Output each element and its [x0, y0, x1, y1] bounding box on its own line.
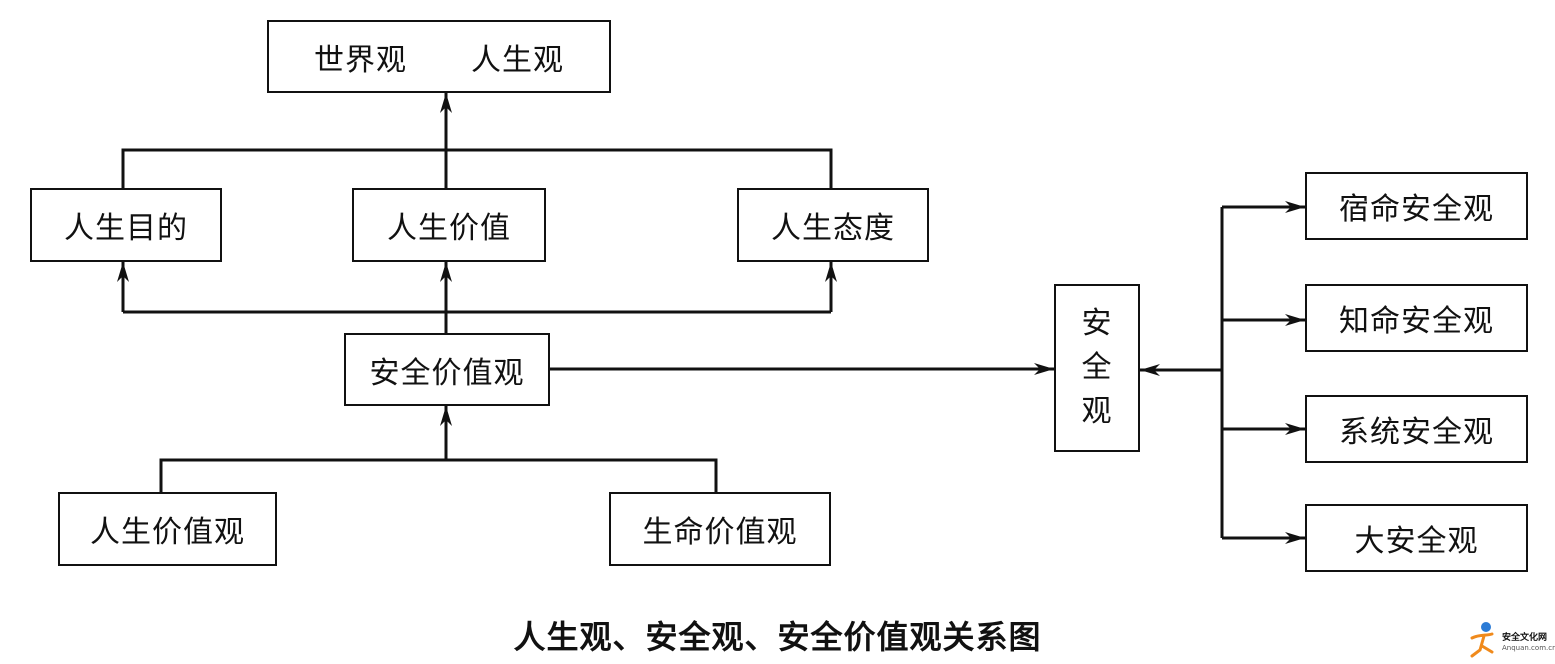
- life-value-box: 人生价值: [352, 188, 546, 262]
- system-safety-view-box: 系统安全观: [1305, 395, 1528, 463]
- fatalism-safety-view-box: 宿命安全观: [1305, 172, 1528, 240]
- worldview-label: 世界观: [314, 42, 407, 78]
- safety-value-view-box: 安全价值观: [344, 333, 550, 406]
- safety-view-box: 安 全 观: [1054, 284, 1140, 452]
- life-attitude-box: 人生态度: [737, 188, 929, 262]
- worldview-lifeview-box: 世界观 人生观: [267, 20, 611, 93]
- safety-view-char-3: 观: [1081, 394, 1113, 429]
- knowing-safety-view-box: 知命安全观: [1305, 284, 1528, 352]
- logo-domain: Anquan.com.cn: [1502, 644, 1555, 652]
- bracket-to-worldview: [121, 148, 833, 188]
- logo-name: 安全文化网: [1502, 633, 1548, 643]
- life-value-view-box: 人生价值观: [58, 492, 277, 566]
- grand-safety-view-box: 大安全观: [1305, 504, 1528, 572]
- life-purpose-box: 人生目的: [30, 188, 222, 262]
- safety-view-char-1: 安: [1081, 306, 1113, 341]
- diagram-caption: 人生观、安全观、安全价值观关系图: [513, 618, 1042, 656]
- lifeview-label: 人生观: [471, 42, 564, 78]
- bracket-from-bottom: [159, 458, 718, 492]
- runner-icon: [1470, 622, 1494, 658]
- life-safety-value-view-box: 生命价值观: [609, 492, 831, 566]
- safety-view-char-2: 全: [1081, 350, 1113, 385]
- site-logo: 安全文化网 Anquan.com.cn: [1466, 620, 1555, 660]
